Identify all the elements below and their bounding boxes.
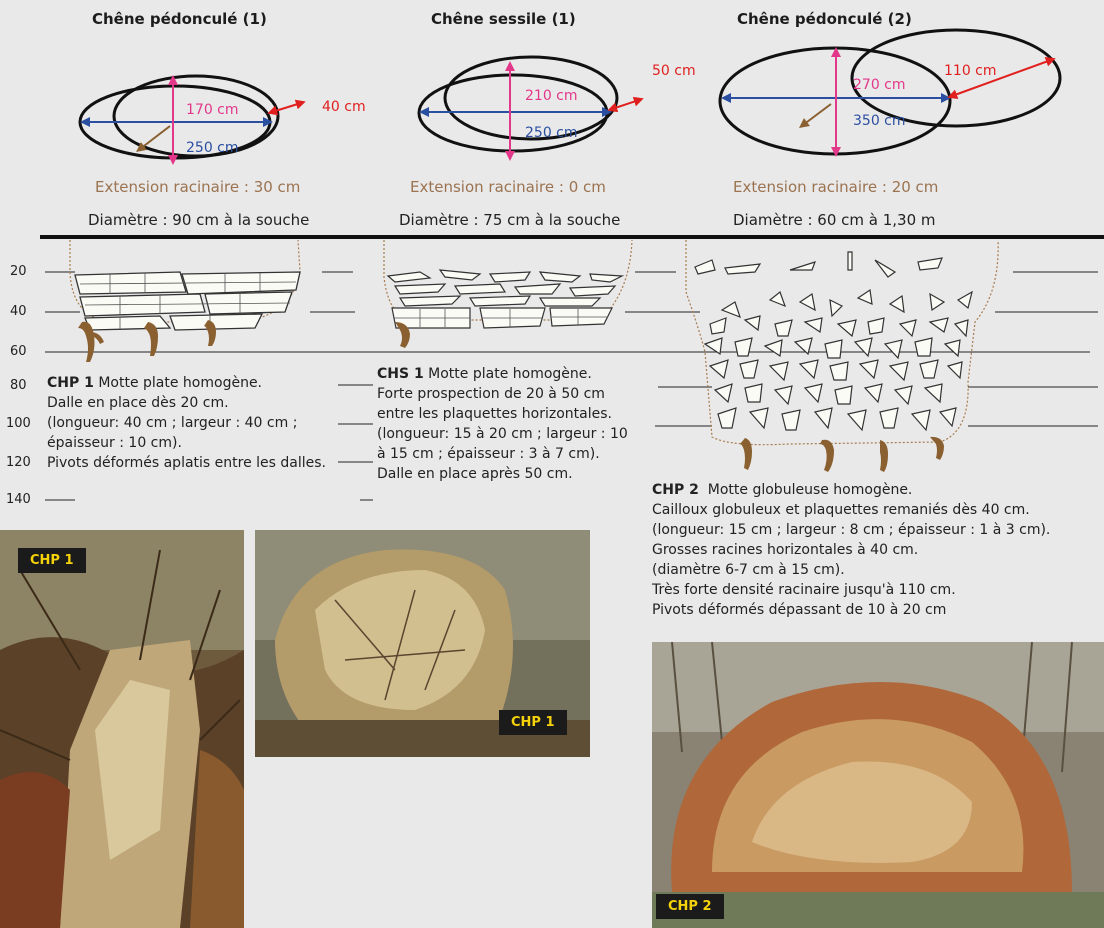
- photo-chp2-root-plate-image: [652, 642, 1104, 928]
- photo-chp1-stump: CHP 1: [0, 530, 244, 928]
- description-line: Très forte densité racinaire jusqu'à 110…: [652, 580, 1104, 600]
- width-label-chs1: 250 cm: [525, 125, 578, 141]
- description-line: Motte globuleuse homogène.: [708, 482, 913, 498]
- depth-label-80: 80: [10, 378, 27, 393]
- offset-label-chp1: 40 cm: [322, 99, 366, 115]
- description-code: CHP 1: [47, 375, 94, 391]
- description-line: Forte prospection de 20 à 50 cm: [377, 384, 677, 404]
- height-label-chp2: 270 cm: [853, 77, 906, 93]
- photo-chp1-root-plate: CHP 1: [255, 530, 590, 757]
- diameter-chs1: Diamètre : 75 cm à la souche: [399, 211, 620, 229]
- crown-ellipse-diagrams: [0, 0, 1104, 235]
- description-line: épaisseur : 10 cm).: [47, 433, 367, 453]
- description-line: Motte plate homogène.: [428, 366, 592, 382]
- root-extension-chs1: Extension racinaire : 0 cm: [410, 178, 606, 196]
- photo-chp1-stump-image: [0, 530, 244, 928]
- photo-chp2-root-plate: CHP 2: [652, 642, 1104, 928]
- description-line: (longueur: 40 cm ; largeur : 40 cm ;: [47, 413, 367, 433]
- crown-diagram-chs1: [419, 57, 639, 156]
- description-line: Dalle en place dès 20 cm.: [47, 393, 367, 413]
- chp2-pebbles: [695, 252, 972, 430]
- photo-tag: CHP 1: [499, 710, 567, 735]
- description-line: Cailloux globuleux et plaquettes remanié…: [652, 500, 1104, 520]
- description-line: Pivots déformés aplatis entre les dalles…: [47, 453, 367, 473]
- height-label-chs1: 210 cm: [525, 88, 578, 104]
- description-line: Grosses racines horizontales à 40 cm.: [652, 540, 1104, 560]
- description-chp1: CHP 1 Motte plate homogène. Dalle en pla…: [47, 373, 367, 473]
- width-label-chp2: 350 cm: [853, 113, 906, 129]
- description-line: Pivots déformés dépassant de 10 à 20 cm: [652, 600, 1104, 620]
- diameter-chp1: Diamètre : 90 cm à la souche: [88, 211, 309, 229]
- description-line: à 15 cm ; épaisseur : 3 à 7 cm).: [377, 444, 677, 464]
- offset-label-chp2: 110 cm: [944, 63, 997, 79]
- depth-label-100: 100: [6, 416, 31, 431]
- depth-label-60: 60: [10, 344, 27, 359]
- description-code: CHP 2: [652, 482, 699, 498]
- height-label-chp1: 170 cm: [186, 102, 239, 118]
- photo-tag: CHP 1: [18, 548, 86, 573]
- root-extension-chp2: Extension racinaire : 20 cm: [733, 178, 938, 196]
- offset-label-chs1: 50 cm: [652, 63, 696, 79]
- width-label-chp1: 250 cm: [186, 140, 239, 156]
- description-chs1: CHS 1 Motte plate homogène. Forte prospe…: [377, 364, 677, 484]
- depth-label-40: 40: [10, 304, 27, 319]
- description-line: (longueur: 15 cm ; largeur : 8 cm ; épai…: [652, 520, 1104, 540]
- depth-label-20: 20: [10, 264, 27, 279]
- depth-label-120: 120: [6, 455, 31, 470]
- description-line: Dalle en place après 50 cm.: [377, 464, 677, 484]
- depth-label-140: 140: [6, 492, 31, 507]
- diameter-chp2: Diamètre : 60 cm à 1,30 m: [733, 211, 936, 229]
- description-line: (diamètre 6-7 cm à 15 cm).: [652, 560, 1104, 580]
- description-line: entre les plaquettes horizontales.: [377, 404, 677, 424]
- root-extension-chp1: Extension racinaire : 30 cm: [95, 178, 300, 196]
- description-code: CHS 1: [377, 366, 424, 382]
- description-line: (longueur: 15 à 20 cm ; largeur : 10: [377, 424, 677, 444]
- photo-tag: CHP 2: [656, 894, 724, 919]
- description-line: Motte plate homogène.: [98, 375, 262, 391]
- description-chp2: CHP 2 Motte globuleuse homogène. Caillou…: [652, 480, 1104, 620]
